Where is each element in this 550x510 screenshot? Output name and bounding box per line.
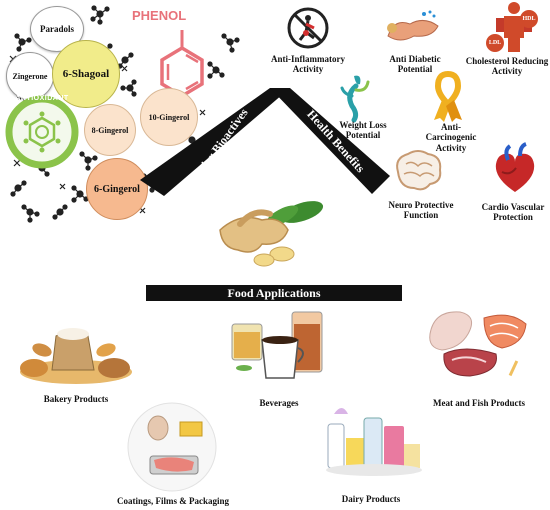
phenol-label: PHENOL [132, 8, 187, 23]
benefit-anti-carcinogenic: Anti-Carcinogenic Activity [425, 122, 477, 153]
meat-fish-image [429, 311, 527, 377]
food-bakery-products: Bakery Products [43, 394, 109, 404]
beverages-image [231, 311, 323, 379]
heart-icon [495, 142, 535, 192]
compound-6-shagoal: 6-Shagoal [52, 40, 120, 108]
cancer-ribbon-icon [434, 70, 462, 122]
benefit-anti-diabetic: Anti Diabetic Potential [389, 54, 441, 75]
food-applications-title: Food Applications [227, 286, 321, 300]
antioxidant-label: ANTIOXIDANT [15, 95, 69, 102]
benefit-weight-loss: Weight Loss Potential [339, 120, 387, 141]
compound-6-gingerol: 6-Gingerol [86, 158, 148, 220]
benefit-anti-inflammatory: Anti-Inflammatory Activity [271, 54, 345, 75]
dairy-products-image [326, 408, 422, 476]
benefit-cardio-vascular: Cardio Vascular Protection [481, 202, 545, 223]
food-beverages: Beverages [259, 398, 299, 408]
pancreas-icon [387, 10, 439, 41]
food-coatings-films-packaging: Coatings, Films & Packaging [116, 496, 229, 506]
compound-8-gingerol: 8-Gingerol [84, 104, 136, 156]
inflammation-icon [287, 7, 329, 49]
compound-10-gingerol: 10-Gingerol [140, 88, 198, 146]
food-applications-banner [146, 285, 402, 301]
coatings-packaging-image [127, 402, 217, 492]
food-dairy-products: Dairy Products [341, 494, 401, 504]
antioxidant-badge: ANTIOXIDANT [5, 95, 79, 169]
compound-zingerone: Zingerone [6, 52, 54, 100]
hdl-badge: HDL [520, 10, 538, 28]
benefit-cholesterol-reducing: Cholesterol Reducing Activity [465, 56, 549, 77]
ldl-badge: LDL [486, 34, 504, 52]
benefit-neuro-protective: Neuro Protective Function [388, 200, 454, 221]
food-meat-and-fish: Meat and Fish Products [432, 398, 526, 408]
ginger-root-image [219, 201, 324, 267]
bakery-products-image [20, 328, 132, 384]
antioxidant-icon [5, 95, 79, 169]
weight-loss-figure-icon [340, 75, 370, 123]
brain-icon [396, 150, 442, 191]
